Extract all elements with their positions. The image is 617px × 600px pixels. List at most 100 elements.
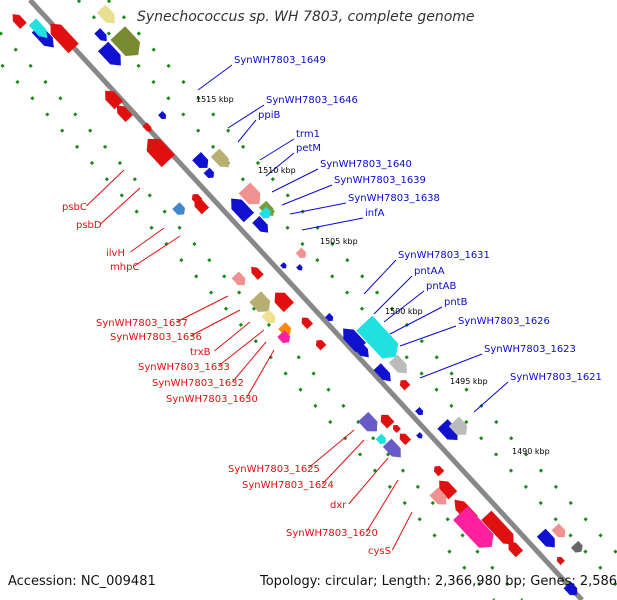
gene-label-fwd-14: SynWH7803_1623 — [484, 344, 576, 355]
backbone-line — [28, 0, 584, 600]
feature-arrow-45 — [415, 407, 424, 416]
feature-arrow-8 — [105, 90, 124, 110]
tick-label-3: 1500 kbp — [385, 307, 423, 316]
gene-label-fwd-9: SynWH7803_1631 — [398, 250, 490, 261]
leader-line-fwd-6 — [281, 184, 333, 206]
leader-line-fwd-11 — [383, 290, 425, 323]
feature-arrow-63 — [556, 556, 565, 565]
gene-label-fwd-11: pntAB — [426, 281, 456, 292]
gene-label-fwd-15: SynWH7803_1621 — [510, 372, 602, 383]
leader-line-fwd-2 — [237, 119, 257, 143]
leader-line-rev-9 — [245, 349, 275, 399]
feature-arrow-6 — [110, 26, 141, 56]
feature-arrow-57 — [453, 506, 494, 548]
feature-arrow-38 — [351, 339, 369, 358]
feature-arrow-41 — [373, 363, 391, 382]
feature-arrow-23 — [191, 194, 203, 205]
gene-label-rev-3: mhpC — [110, 262, 139, 273]
feature-arrow-48 — [375, 433, 387, 444]
feature-arrow-52 — [416, 432, 423, 439]
leader-line-fwd-9 — [363, 259, 397, 295]
leader-line-fwd-8 — [301, 217, 364, 231]
feature-arrow-5 — [94, 28, 107, 42]
feature-arrow-54 — [439, 480, 458, 500]
feature-arrow-49 — [382, 438, 401, 458]
tick-label-4: 1495 kbp — [450, 377, 488, 386]
gene-label-rev-9: SynWH7803_1630 — [166, 394, 258, 405]
leader-line-rev-5 — [190, 309, 241, 337]
feature-arrow-29 — [249, 291, 271, 312]
feature-arrow-1 — [28, 18, 48, 39]
leader-line-fwd-15 — [473, 381, 509, 413]
gene-label-rev-6: trxB — [190, 347, 211, 358]
gene-label-rev-1: psbD — [76, 220, 102, 231]
feature-arrow-40 — [388, 354, 407, 374]
tick-label-0: 1515 kbp — [196, 95, 234, 104]
leader-line-fwd-10 — [373, 275, 413, 315]
topology-text: Topology: circular; Length: 2,366,980 bp… — [260, 574, 617, 589]
leader-line-rev-11 — [322, 439, 365, 485]
gene-label-fwd-4: petM — [296, 143, 321, 154]
feature-arrow-30 — [274, 292, 294, 313]
feature-arrow-35 — [315, 340, 327, 351]
feature-arrow-2 — [50, 23, 79, 54]
leader-line-fwd-1 — [227, 104, 265, 129]
feature-arrow-16 — [238, 182, 261, 205]
leader-line-rev-12 — [348, 457, 389, 505]
leader-line-rev-10 — [308, 429, 355, 469]
feature-arrow-12 — [158, 111, 167, 120]
gene-label-fwd-12: pntB — [444, 297, 468, 308]
feature-arrow-4 — [96, 4, 115, 24]
leader-line-rev-1 — [100, 187, 141, 225]
tick-label-2: 1505 kbp — [320, 237, 358, 246]
leader-line-fwd-14 — [419, 353, 483, 379]
gene-label-rev-0: psbC — [62, 202, 87, 213]
feature-arrow-22 — [194, 199, 210, 215]
dotted-track-1 — [0, 60, 496, 600]
gene-label-rev-12: dxr — [330, 500, 347, 511]
leader-line-rev-4 — [176, 295, 229, 323]
gene-label-fwd-6: SynWH7803_1639 — [334, 175, 426, 186]
accession-text: Accession: NC_009481 — [8, 574, 156, 589]
feature-arrow-55 — [429, 487, 447, 505]
feature-arrow-59 — [508, 542, 524, 558]
feature-arrow-14 — [210, 148, 229, 168]
feature-arrow-24 — [295, 247, 307, 258]
leader-line-fwd-13 — [399, 325, 457, 347]
gene-label-rev-14: cysS — [368, 546, 391, 557]
feature-arrow-26 — [296, 264, 303, 271]
leader-line-rev-3 — [134, 235, 181, 267]
feature-arrow-36 — [325, 313, 334, 322]
feature-arrow-21 — [172, 202, 186, 215]
feature-arrow-28 — [251, 266, 264, 280]
feature-arrow-58 — [481, 510, 514, 545]
gene-label-fwd-8: infA — [365, 208, 385, 219]
feature-arrow-9 — [116, 105, 133, 122]
dotted-track-2 — [76, 0, 617, 589]
leader-line-rev-7 — [218, 329, 265, 367]
gene-label-fwd-2: ppiB — [258, 110, 280, 121]
gene-label-fwd-10: pntAA — [414, 266, 445, 277]
feature-arrow-53 — [433, 466, 445, 477]
map-title: Synechococcus sp. WH 7803, complete geno… — [137, 9, 475, 25]
feature-arrow-19 — [252, 216, 269, 233]
leader-line-rev-8 — [232, 341, 267, 383]
feature-arrow-51 — [392, 424, 401, 433]
gene-label-rev-2: ilvH — [106, 248, 125, 259]
feature-arrow-15 — [203, 167, 215, 178]
dotted-track-3 — [106, 0, 617, 556]
tick-label-5: 1490 kbp — [512, 447, 550, 456]
gene-label-fwd-5: SynWH7803_1640 — [320, 159, 412, 170]
leader-line-rev-13 — [365, 479, 399, 533]
feature-arrow-31 — [261, 309, 276, 324]
leader-line-fwd-4 — [265, 152, 295, 177]
leader-line-fwd-5 — [271, 168, 319, 193]
gene-label-fwd-0: SynWH7803_1649 — [234, 55, 326, 66]
gene-label-rev-10: SynWH7803_1625 — [228, 464, 320, 475]
feature-arrow-33 — [277, 330, 291, 343]
gene-label-rev-5: SynWH7803_1636 — [110, 332, 202, 343]
leader-line-fwd-3 — [259, 138, 295, 161]
feature-arrow-39 — [356, 315, 399, 359]
